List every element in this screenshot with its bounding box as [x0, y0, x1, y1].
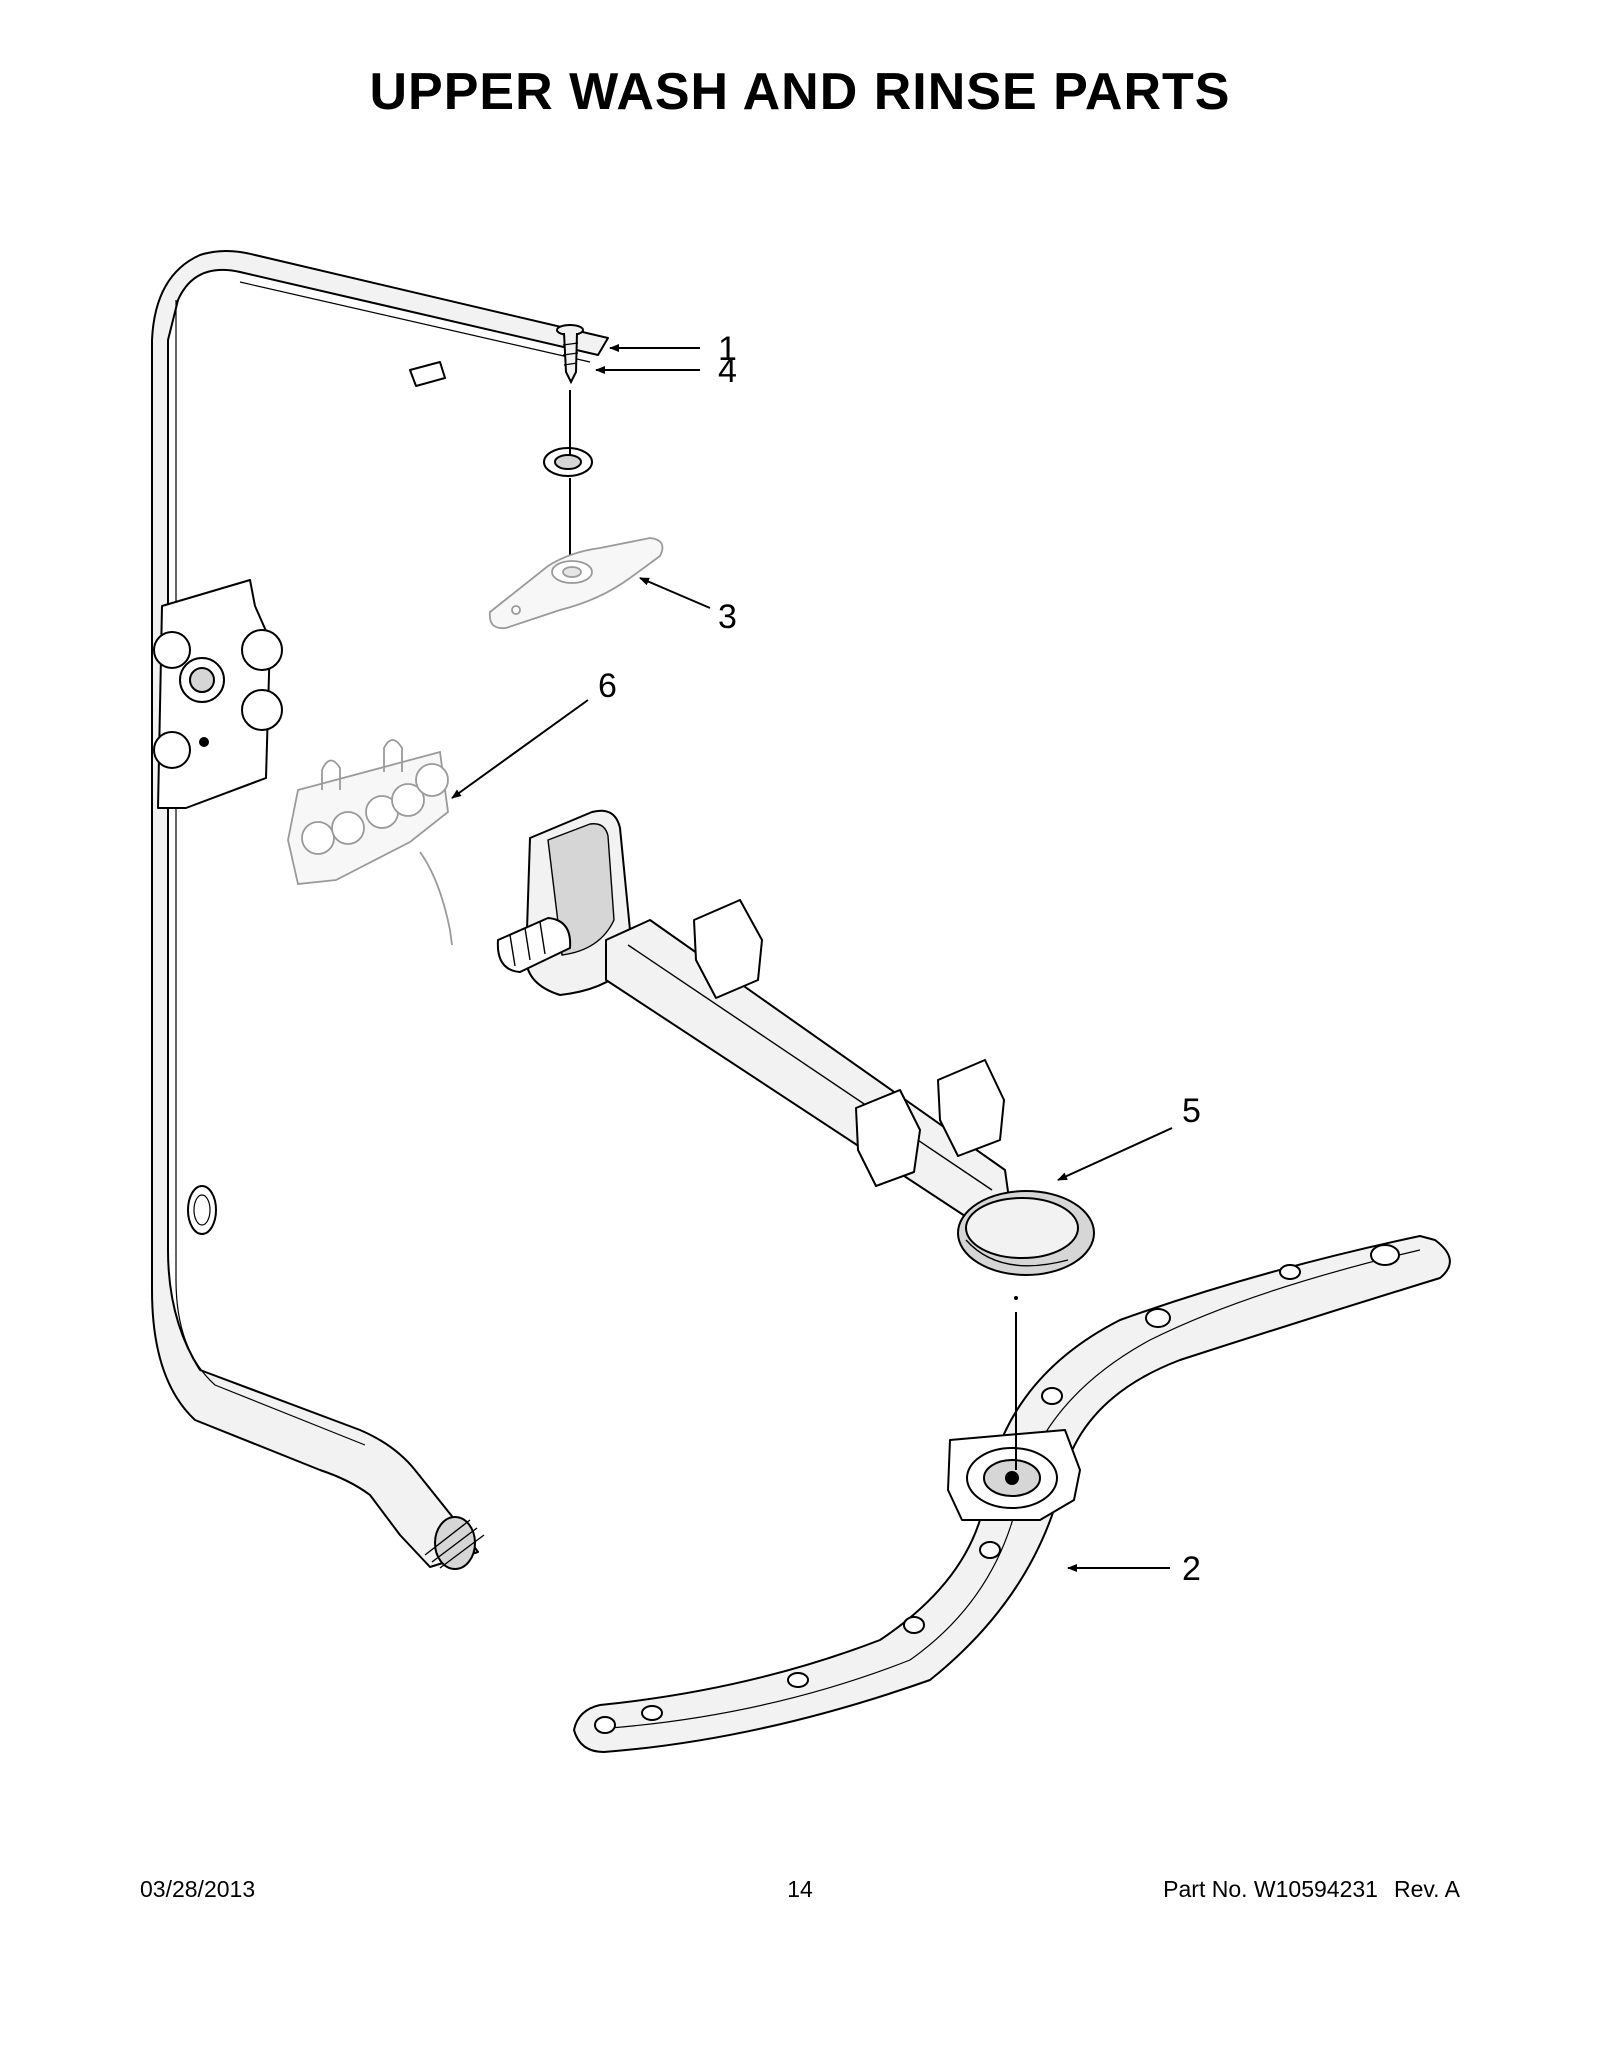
callout-6: 6 [598, 667, 617, 705]
callout-arrow-5 [1057, 1127, 1173, 1181]
callout-arrows [451, 344, 1173, 1572]
part-supply-tube [151, 250, 609, 1570]
footer-part-number: Part No. W10594231 [1163, 1876, 1378, 1902]
callout-3: 3 [718, 598, 737, 636]
part-mounting-plate [488, 537, 664, 630]
part-lower-spray-arm [573, 1235, 1451, 1753]
callout-arrow-3 [639, 577, 711, 609]
footer-revision: Rev. A [1393, 1876, 1460, 1902]
part-upper-spray-manifold [496, 809, 1095, 1276]
callout-1: 1 [718, 330, 737, 368]
callout-2: 2 [1182, 1550, 1201, 1588]
footer-page-number: 14 [787, 1876, 813, 1902]
alignment-dot [1014, 1296, 1018, 1300]
callout-5: 5 [1182, 1092, 1201, 1130]
footer-part-info: Part No. W10594231 Rev. A [1163, 1876, 1460, 1903]
page-title: UPPER WASH AND RINSE PARTS [369, 63, 1231, 121]
footer-date: 03/28/2013 [140, 1876, 256, 1902]
part-screw [556, 324, 584, 385]
callout-4: 4 [718, 352, 737, 390]
callout-arrow-6 [451, 699, 589, 799]
part-diverter-manifold [287, 739, 453, 946]
